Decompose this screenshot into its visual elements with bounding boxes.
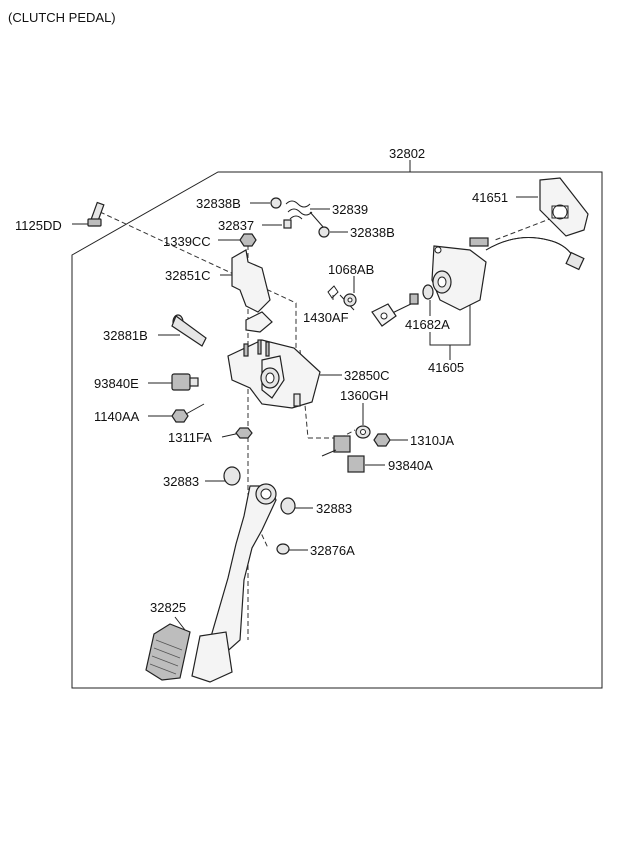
clip-part (327, 285, 339, 299)
label-bolt-left: 1140AA (94, 409, 140, 424)
label-bushing-right: 32838B (350, 225, 395, 240)
label-bolt-top: 1125DD (15, 218, 62, 233)
bracket-main-part (227, 339, 321, 409)
pedal-part (145, 483, 277, 683)
label-pedal: 32825 (150, 600, 186, 615)
label-washer-top: 1068AB (328, 262, 374, 277)
label-switch-right: 93840A (388, 458, 433, 473)
label-bushing-cyl: 41682A (405, 317, 450, 332)
label-cylinder-assy: 41605 (428, 360, 464, 375)
label-washer-mid: 1360GH (340, 388, 388, 403)
bushing-pedal-part (280, 497, 296, 515)
label-stopper: 32876A (310, 543, 355, 558)
leader-lines (72, 160, 538, 631)
bracket-sub-part (231, 249, 271, 313)
reservoir-part (539, 177, 589, 237)
cylinder-part (431, 237, 585, 311)
switch-right-part (321, 435, 365, 473)
label-nut-top: 1339CC (163, 234, 211, 249)
part-labels: 32802 1125DD 32838B 32839 32837 32838B 1… (15, 146, 508, 615)
label-clip: 1430AF (303, 310, 349, 325)
nut-right-part (373, 433, 391, 447)
bushing-top-part (270, 197, 282, 209)
bushing-left-part (223, 466, 241, 486)
bolt-left-part (171, 403, 205, 423)
label-reservoir: 41651 (472, 190, 508, 205)
bushing-right-part (318, 226, 330, 238)
stopper-part (276, 543, 290, 555)
parts (87, 177, 589, 683)
nut-top-part (239, 233, 257, 247)
label-bushing-pedal: 32883 (316, 501, 352, 516)
push-rod-part (371, 293, 419, 327)
label-switch-left: 93840E (94, 376, 139, 391)
label-bushing-left: 32883 (163, 474, 199, 489)
label-assembly: 32802 (389, 146, 425, 161)
label-bracket-sub: 32851C (165, 268, 211, 283)
label-nut-mid: 1311FA (168, 430, 212, 445)
label-pivot-bolt: 32881B (103, 328, 148, 343)
assembly-frame (71, 171, 603, 689)
pivot-bolt-part (171, 314, 207, 347)
bolt-top-part (87, 201, 105, 227)
label-bracket-main: 32850C (344, 368, 390, 383)
label-bushing-top: 32838B (196, 196, 241, 211)
label-pin-spring: 32837 (218, 218, 254, 233)
diagram-title: (CLUTCH PEDAL) (8, 10, 116, 25)
switch-left-part (171, 373, 199, 391)
nut-mid-part (235, 427, 253, 439)
spring-part (285, 200, 325, 229)
pin-spring-part (283, 219, 292, 229)
label-nut-right: 1310JA (410, 433, 454, 448)
bushing-cyl-part (422, 284, 434, 300)
label-spring: 32839 (332, 202, 368, 217)
